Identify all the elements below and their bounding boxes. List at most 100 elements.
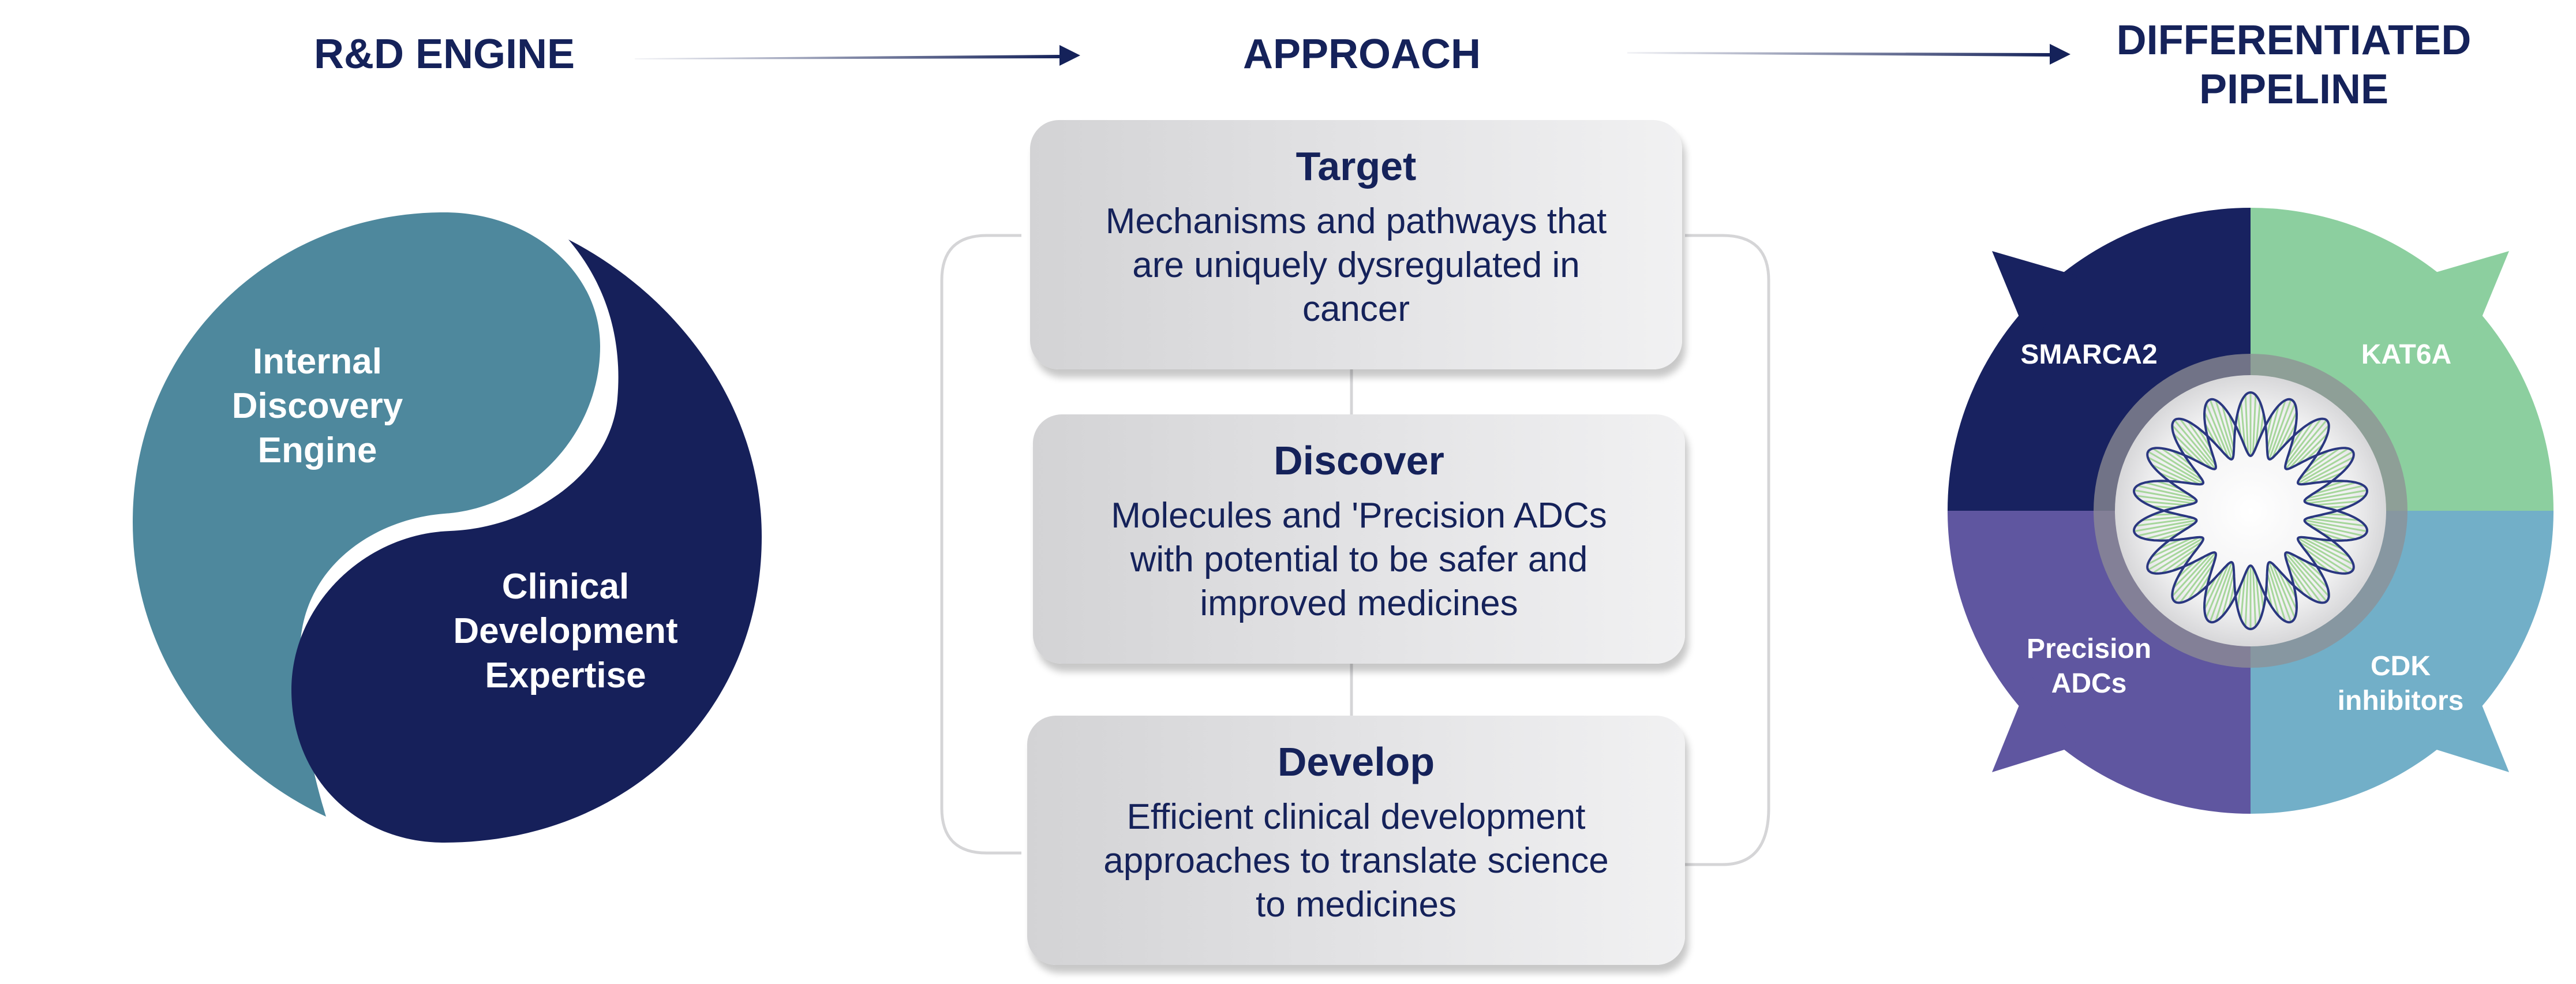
dna-rung [2301,536,2354,566]
dna-rung [2244,395,2249,454]
step-title: Discover [1274,438,1444,483]
pipeline-label-cdk-inhibitors: CDK inhibitors [2337,651,2464,716]
dna-rung [2308,463,2350,485]
arrow-engine-to-approach [635,45,1080,66]
dna-rung [2268,399,2292,460]
dna-rung [2285,552,2327,602]
dna-rung [2147,537,2204,571]
left-bracket [940,234,1021,855]
dna-rung [2147,456,2200,485]
dna-rung [2266,405,2280,450]
dna-rung [2285,420,2327,470]
dna-rung [2209,562,2233,623]
dna-rung [2304,519,2368,533]
pipeline-label-kat6a: KAT6A [2361,339,2452,370]
dna-rung [2252,568,2257,627]
dna-rung [2135,517,2194,527]
dna-rung [2295,555,2328,589]
header-pipeline-line1: DIFFERENTIATED [2116,17,2472,63]
dna-rung [2244,568,2249,627]
dna-rung [2304,489,2368,502]
dna-rung [2240,574,2246,620]
dna-rung [2277,411,2298,453]
dna-rung [2145,526,2189,540]
dna-rung [2268,562,2292,623]
dna-rung [2271,563,2296,619]
dna-rung [2240,402,2246,447]
dna-rung [2297,537,2354,571]
dna-rung [2173,555,2206,589]
dna-rung [2137,522,2195,537]
approach-step-discover: Discover Molecules and 'Precision ADCs w… [1033,414,1685,664]
dna-rung [2266,572,2280,616]
dna-rung [2255,402,2261,447]
dna-rung [2306,522,2364,537]
dna-rung [2314,515,2360,521]
dna-rung [2137,485,2195,499]
header-approach: APPROACH [1242,31,1481,77]
dna-rung [2152,447,2203,481]
arrow-approach-to-pipeline [1627,44,2070,65]
internal-discovery-label: Internal Discovery Engine [231,342,403,470]
step-description: Efficient clinical development approache… [1103,797,1609,925]
dna-rung [2133,489,2197,502]
dna-rung [2187,421,2215,459]
right-bracket [1685,234,1770,866]
dna-rung [2267,400,2286,457]
dna-rung [2277,568,2298,610]
dna-rung [2187,563,2215,601]
dna-rung [2312,481,2356,495]
header-pipeline-line2: PIPELINE [2199,66,2389,113]
dna-rung [2288,552,2330,597]
dna-rung [2161,547,2199,574]
dna-rung [2306,485,2364,499]
dna-rung [2221,572,2235,616]
dna-rung [2285,555,2322,604]
approach-step-target: Target Mechanisms and pathways that are … [1030,120,1682,369]
dna-rung [2141,500,2187,506]
dna-rung [2174,552,2216,602]
dna-rung [2255,574,2261,620]
dna-rung [2161,447,2199,475]
dna-rung [2173,433,2206,466]
dna-rung [2203,568,2225,610]
dna-rung [2302,447,2341,475]
dna-rung [2215,565,2234,622]
dna-rung [2171,552,2213,597]
dna-rung [2288,424,2330,469]
dna-rung [2135,495,2194,504]
dna-rung [2179,555,2216,604]
dna-rung [2298,541,2349,574]
pipeline-label-smarca2: SMARCA2 [2020,339,2158,370]
dna-rung [2252,395,2257,454]
dna-rung [2307,495,2366,504]
dna-rung [2205,563,2230,619]
dna-rung [2133,519,2197,533]
header-differentiated-pipeline: DIFFERENTIATED PIPELINE [2077,16,2510,114]
header-rd-engine: R&D ENGINE [313,31,575,77]
dna-rung [2271,403,2296,458]
dna-rung [2179,418,2216,466]
internal-discovery-shape [133,212,600,817]
dna-rung [2295,433,2328,466]
dna-rung [2145,481,2189,495]
dna-rung [2151,463,2193,485]
approach-step-develop: Develop Efficient clinical development a… [1027,716,1685,965]
dna-rung [2147,451,2204,484]
dna-rung [2174,420,2216,470]
dna-rung [2314,500,2360,506]
dna-rung [2307,517,2366,527]
dna-rung [2151,537,2193,558]
dna-rung [2297,451,2354,484]
dna-rung [2152,541,2203,574]
dna-rung [2285,418,2322,466]
step-title: Develop [1277,739,1435,784]
dna-rung [2302,547,2341,574]
dna-rung [2267,565,2286,622]
dna-helix-icon [2132,391,2369,631]
step-description: Molecules and 'Precision ADCs with poten… [1111,496,1607,623]
dna-rung [2215,400,2234,457]
